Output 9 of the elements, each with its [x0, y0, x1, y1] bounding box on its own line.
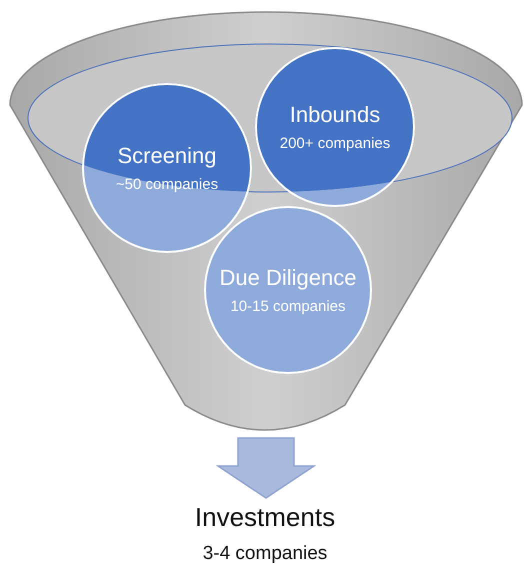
stage-title: Inbounds	[290, 102, 380, 128]
stage-title: Due Diligence	[220, 264, 356, 290]
stage-title: Screening	[117, 142, 217, 168]
stage-count: 200+ companies	[280, 135, 390, 152]
block-arrow	[216, 437, 316, 499]
result-count: 3-4 companies	[202, 543, 328, 565]
result-title: Investments	[194, 502, 336, 533]
stage-count: ~50 companies	[116, 176, 218, 194]
stage-count: 10-15 companies	[230, 298, 346, 316]
